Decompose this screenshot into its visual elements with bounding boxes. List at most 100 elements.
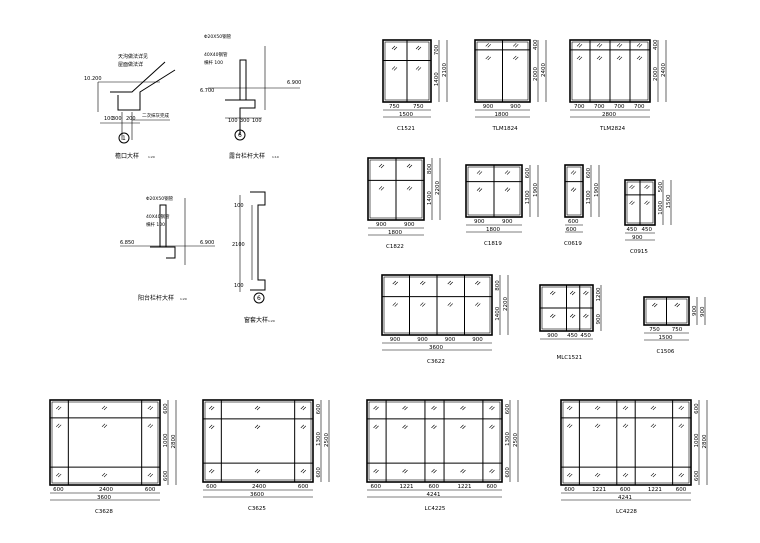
glass-hatch bbox=[208, 468, 213, 473]
window-surround-detail: 100 2100 100 6 窗套大样 1:20 bbox=[232, 191, 275, 324]
glass-hatch bbox=[394, 281, 398, 286]
height-dimension: 400 bbox=[653, 39, 659, 50]
glass-hatch bbox=[402, 424, 406, 429]
surround-scale: 1:20 bbox=[268, 319, 275, 323]
glass-hatch bbox=[598, 44, 603, 48]
eaves-scale: 1:20 bbox=[148, 155, 155, 159]
window-frame bbox=[564, 164, 584, 218]
glass-hatch bbox=[629, 184, 633, 189]
total-height-dimension: 2200 bbox=[435, 181, 441, 195]
glass-hatch bbox=[210, 425, 215, 430]
eaves-callout-1: 天沟做法详见 bbox=[118, 53, 148, 60]
window-label: C1506 bbox=[657, 349, 675, 355]
window-label: C3625 bbox=[248, 506, 266, 512]
total-height-dimension: 1500 bbox=[666, 194, 672, 208]
width-dimension: 900 bbox=[502, 219, 513, 225]
width-dimension: 900 bbox=[472, 337, 483, 343]
window-frame bbox=[560, 399, 692, 486]
glass-hatch bbox=[147, 472, 152, 477]
total-width-dimension: 4241 bbox=[427, 492, 441, 498]
glass-hatch bbox=[636, 55, 641, 60]
glass-hatch bbox=[578, 44, 583, 48]
surround-vdim-2: 2100 bbox=[232, 242, 245, 248]
height-dimension: 1000 bbox=[694, 433, 700, 447]
glass-hatch bbox=[447, 302, 451, 306]
balcony-railing-detail: Φ20X50钢管 40X40钢管 横杆 100 6.850 6.900 阳台栏杆… bbox=[120, 195, 215, 302]
width-dimension: 900 bbox=[547, 333, 558, 339]
glass-hatch bbox=[55, 423, 60, 428]
width-dimension: 1221 bbox=[457, 484, 471, 490]
width-dimension: 450 bbox=[567, 333, 578, 339]
glass-hatch bbox=[302, 425, 307, 430]
width-dimension: 450 bbox=[642, 227, 653, 233]
glass-hatch bbox=[515, 56, 519, 61]
glass-hatch bbox=[646, 201, 650, 206]
glass-hatch bbox=[373, 405, 377, 410]
glass-hatch bbox=[485, 43, 489, 47]
total-height-dimension: 1900 bbox=[594, 183, 600, 197]
window-label: C1819 bbox=[484, 241, 502, 247]
height-dimension: 1300 bbox=[525, 190, 531, 204]
total-width-dimension: 3600 bbox=[429, 345, 443, 351]
glass-hatch bbox=[57, 424, 62, 429]
eaves-marker-label: 1 bbox=[122, 135, 126, 142]
total-width-dimension: 4241 bbox=[618, 495, 632, 501]
glass-hatch bbox=[504, 170, 509, 174]
glass-hatch bbox=[596, 424, 601, 429]
glass-hatch bbox=[475, 302, 479, 306]
width-dimension: 600 bbox=[53, 487, 64, 493]
glass-hatch bbox=[476, 187, 481, 191]
window-label: LC4225 bbox=[425, 506, 446, 512]
glass-hatch bbox=[594, 472, 599, 477]
width-dimension: 450 bbox=[580, 333, 591, 339]
width-dimension: 600 bbox=[676, 487, 687, 493]
eaves-title: 檐口大样 bbox=[115, 152, 139, 160]
glass-hatch bbox=[431, 424, 435, 429]
height-dimension: 600 bbox=[163, 470, 169, 481]
glass-hatch bbox=[256, 406, 261, 411]
glass-hatch bbox=[576, 43, 581, 47]
glass-hatch bbox=[631, 201, 635, 206]
width-dimension: 750 bbox=[649, 327, 660, 333]
total-width-dimension: 3600 bbox=[97, 495, 111, 501]
height-dimension: 1400 bbox=[495, 306, 501, 320]
glass-hatch bbox=[680, 406, 685, 411]
window-label: MLC1521 bbox=[557, 355, 583, 361]
terrace-dim-2: 300 bbox=[240, 118, 250, 124]
width-dimension: 600 bbox=[620, 487, 631, 493]
glass-hatch bbox=[622, 472, 627, 477]
glass-hatch bbox=[631, 185, 635, 190]
glass-hatch bbox=[652, 424, 657, 429]
glass-hatch bbox=[380, 164, 385, 169]
eaves-dim-2: 300 bbox=[112, 116, 122, 122]
terrace-callout-3: 横杆 100 bbox=[204, 59, 223, 66]
width-dimension: 600 bbox=[371, 484, 382, 490]
window-label: C3628 bbox=[95, 509, 113, 515]
window-label: C3622 bbox=[427, 359, 445, 365]
glass-hatch bbox=[629, 200, 633, 205]
glass-hatch bbox=[571, 291, 576, 296]
glass-hatch bbox=[485, 55, 489, 60]
glass-hatch bbox=[373, 424, 377, 429]
glass-hatch bbox=[618, 44, 623, 48]
glass-hatch bbox=[491, 425, 495, 430]
window-label: TLM1824 bbox=[492, 126, 519, 132]
glass-hatch bbox=[147, 405, 152, 410]
glass-hatch bbox=[394, 303, 398, 307]
window-frame bbox=[366, 399, 503, 483]
glass-hatch bbox=[515, 44, 519, 48]
total-width-dimension: 3600 bbox=[250, 492, 264, 498]
eaves-callout-2: 屋面做法详 bbox=[118, 61, 143, 68]
eaves-detail: 天沟做法详见 屋面做法详 10.200 二次抹灰完成 100 300 200 1… bbox=[84, 53, 176, 160]
height-dimension: 600 bbox=[694, 470, 700, 481]
height-dimension: 900 bbox=[692, 305, 698, 316]
glass-hatch bbox=[460, 405, 464, 410]
glass-hatch bbox=[300, 405, 305, 410]
width-dimension: 1221 bbox=[648, 487, 662, 493]
width-dimension: 700 bbox=[634, 104, 645, 110]
